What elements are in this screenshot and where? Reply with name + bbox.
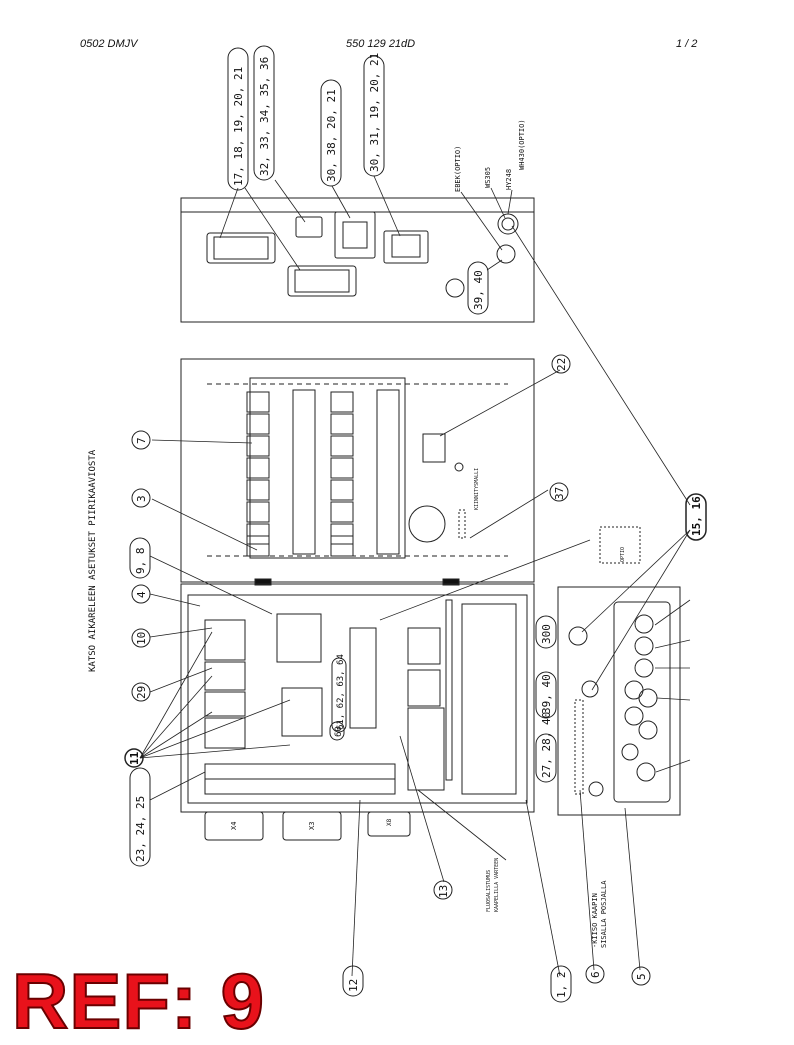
callout-bubbles xyxy=(124,45,707,1003)
callout-top4: 30, 31, 19, 20, 21 xyxy=(368,53,381,172)
relay-column-2 xyxy=(330,391,354,557)
relay-block-1 xyxy=(204,619,246,661)
connector-medium-2 xyxy=(383,230,429,264)
callout-3: 3 xyxy=(135,495,148,502)
cable-gland-ebek xyxy=(496,244,516,264)
terminal-column-1 xyxy=(292,389,316,555)
plug-x3 xyxy=(282,811,342,841)
callout-29: 29 xyxy=(135,686,148,699)
contactor-k12 xyxy=(276,613,322,663)
transformer xyxy=(408,505,446,543)
callout-39-40-top: 39, 40 xyxy=(472,270,485,310)
callout-6: 6 xyxy=(589,971,602,978)
label-fluosalistumus: FLUOSALISTUMUS xyxy=(486,870,492,912)
callout-22: 22 xyxy=(555,358,568,371)
header-left: 0502 DMJV xyxy=(80,38,138,50)
terminal-column-2 xyxy=(376,389,400,555)
connector-harting-1 xyxy=(206,232,276,264)
gland-x4 xyxy=(568,626,588,646)
callout-10: 10 xyxy=(135,632,148,645)
callout-60: 60 xyxy=(334,726,344,737)
label-ws305: WS305 xyxy=(484,167,492,188)
door-panel xyxy=(180,358,535,583)
label-kiiso-kaapin-2: SISALLA POSJALLA xyxy=(600,880,608,948)
callout-39-40-side: 39, 40 xyxy=(540,674,553,714)
label-x8: X8 xyxy=(386,818,393,826)
plug-x4 xyxy=(204,811,264,841)
callout-5: 5 xyxy=(635,973,648,980)
callout-13: 13 xyxy=(437,885,450,898)
label-wh430: WH430(OPTIO) xyxy=(518,119,526,170)
label-x4: X4 xyxy=(230,822,238,830)
callout-11: 11 xyxy=(128,751,141,765)
label-hy248: HY248 xyxy=(505,169,513,190)
header-page-number: 1 / 2 xyxy=(676,38,698,50)
leader-lines xyxy=(139,175,691,977)
connector-harting-2 xyxy=(287,265,357,297)
label-kiinnitysmalli: KIINNITYSMALLI xyxy=(474,468,480,510)
terminal-block-center xyxy=(349,627,377,729)
connector-small xyxy=(295,216,323,238)
callout-300: 300 xyxy=(540,624,553,644)
callout-top1: 17, 18, 19, 20, 21 xyxy=(232,67,245,186)
label-x3: X3 xyxy=(308,822,316,830)
connector-medium-1 xyxy=(334,211,376,259)
main-cabinet xyxy=(180,583,535,813)
label-ebek: EBEK(OPTIO) xyxy=(454,146,462,192)
callout-top3: 30, 38, 20, 21 xyxy=(325,89,338,182)
callout-37: 37 xyxy=(553,487,566,500)
cable-glands xyxy=(621,614,658,782)
gland-panel xyxy=(557,586,681,816)
callout-9-8: 9, 8 xyxy=(134,548,147,575)
vertical-title: KATSO AIKARELEEN ASETUKSET PIIRIKAAVIOST… xyxy=(88,449,98,672)
label-kiiso-kaapin: -KIISO KAAPIN xyxy=(591,893,599,948)
label-fluosalistumus-2: KAAPELILLA VARTEEN xyxy=(494,858,500,912)
terminal-strip-main xyxy=(461,603,517,795)
cable-gland-small xyxy=(445,278,465,298)
ref-label: REF: 9 xyxy=(11,957,266,1045)
plug-x8 xyxy=(367,811,411,837)
callout-4: 4 xyxy=(135,591,148,598)
callout-top2: 32, 33, 34, 35, 36 xyxy=(258,57,271,176)
callout-15-16: 15, 16 xyxy=(690,496,703,536)
callout-12: 12 xyxy=(347,979,360,992)
callout-1-2: 1, 2 xyxy=(555,972,568,999)
callout-27-28-40: 27, 28, 40 xyxy=(540,712,553,778)
callout-61-64: 61, 62, 63, 64 xyxy=(336,654,346,730)
label-optio: OPTIO xyxy=(620,547,626,562)
component-22 xyxy=(422,433,446,463)
header-drawing-number: 550 129 21dD xyxy=(346,38,416,50)
callout-23-24-25: 23, 24, 25 xyxy=(134,796,147,862)
relay-column-1 xyxy=(246,391,270,557)
callout-7: 7 xyxy=(135,437,148,444)
contactor-block xyxy=(281,687,323,737)
